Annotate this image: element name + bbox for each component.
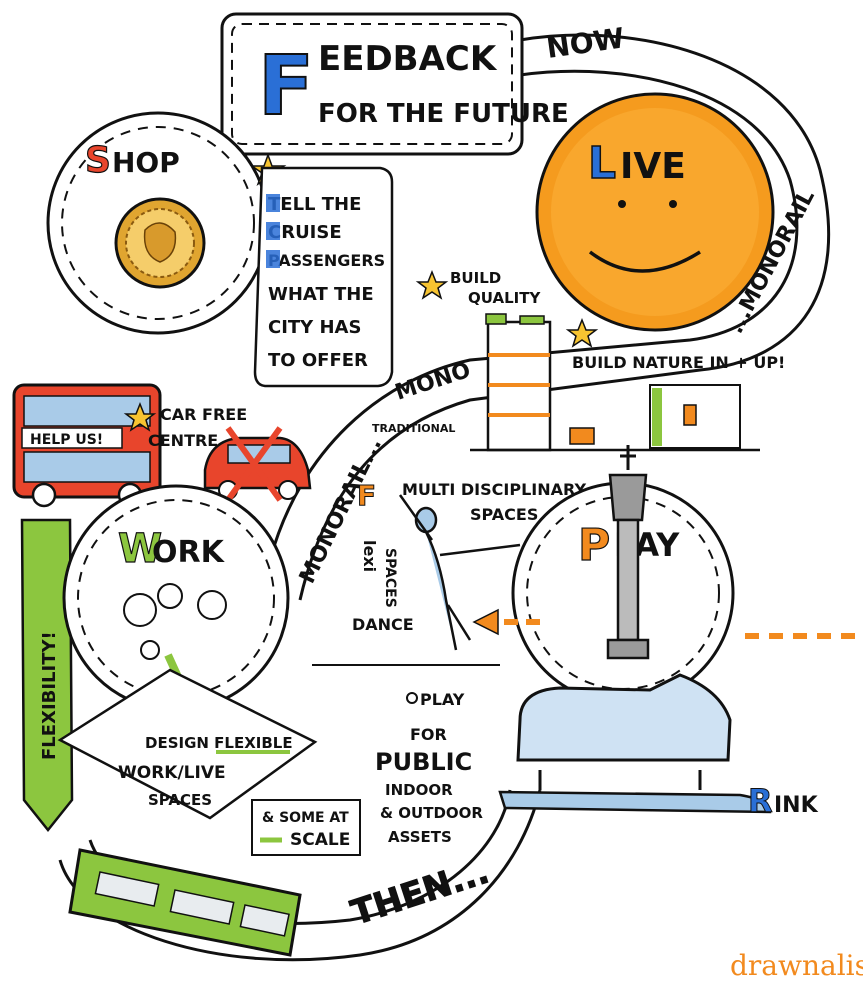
work-initial: W: [118, 526, 162, 572]
title-text: EEDBACK: [318, 39, 498, 79]
build-quality-note: BUILD QUALITY: [415, 269, 541, 307]
sun-eye-left: [618, 200, 626, 208]
rink-label-group: R INK: [748, 782, 819, 821]
mono-mid-label: MONO: [392, 358, 474, 406]
design-line-3: SPACES: [148, 791, 212, 809]
car-free-line-2: CENTRE: [148, 431, 218, 450]
star-icon-nature: [565, 317, 599, 348]
building-illustration: [470, 313, 760, 452]
sun-smile: [588, 250, 701, 273]
play-note-3: PUBLIC: [375, 748, 472, 776]
flexibility-banner: FLEXIBILITY!: [20, 518, 74, 833]
build-quality-line-2: QUALITY: [468, 289, 541, 307]
bus-illustration: HELP US!: [12, 383, 162, 508]
scale-note: & SOME AT SCALE: [251, 799, 361, 856]
build-quality-line-1: BUILD: [450, 269, 501, 287]
live-label: IVE: [620, 146, 686, 187]
tcp-line-2: CRUISE: [268, 222, 342, 243]
play-initial: P: [578, 520, 610, 571]
scale-line-2: SCALE: [290, 830, 350, 850]
star-icon-car: [123, 401, 157, 432]
title-box: F EEDBACK FOR THE FUTURE: [220, 12, 569, 156]
live-sun: L IVE: [535, 92, 775, 332]
play-note-5: & OUTDOOR: [380, 804, 483, 822]
tcp-line-4: WHAT THE: [268, 284, 374, 305]
lamp-post-icon: [606, 445, 650, 660]
car-free-line-1: CAR FREE: [160, 405, 247, 424]
multi-note: MULTI DISCIPLINARY SPACES: [402, 480, 586, 524]
sun-eye-right: [669, 200, 677, 208]
scale-line-1: & SOME AT: [262, 810, 349, 826]
traditional-label: TRADITIONAL: [372, 422, 455, 435]
dashed-arrow-left: [472, 608, 545, 636]
play-note: PLAY FOR PUBLIC INDOOR & OUTDOOR ASSETS: [375, 690, 483, 846]
coin-icon: [114, 197, 206, 289]
work-label: ORK: [152, 535, 226, 570]
build-nature-label: BUILD NATURE IN + UP!: [572, 353, 785, 372]
live-initial: L: [588, 138, 616, 189]
dance-label: DANCE: [352, 615, 414, 634]
multi-line-1: MULTI DISCIPLINARY: [402, 480, 586, 499]
title-subtitle: FOR THE FUTURE: [318, 99, 569, 129]
tcp-line-5: CITY HAS: [268, 317, 361, 338]
dancer-illustration: [312, 494, 521, 666]
play-note-6: ASSETS: [388, 828, 452, 846]
multi-line-2: SPACES: [470, 505, 538, 524]
star-icon-build: [415, 269, 449, 300]
design-line-1: DESIGN FLEXIBLE: [145, 734, 293, 752]
now-label: NOW: [544, 21, 626, 65]
play-note-4: INDOOR: [385, 781, 453, 799]
tcp-note: TELL THE CRUISE PASSENGERS WHAT THE CITY…: [253, 166, 394, 388]
flexi-spaces: SPACES: [382, 548, 398, 608]
title-initial: F: [258, 39, 314, 134]
flexi-rest: lexi: [360, 540, 379, 572]
design-line-2: WORK/LIVE: [118, 763, 226, 783]
tcp-line-1: TELL THE: [268, 194, 361, 215]
build-nature-note: BUILD NATURE IN + UP!: [565, 317, 785, 372]
rink-initial: R: [748, 782, 773, 820]
work-circle: W ORK: [62, 484, 290, 714]
skate-boot-illustration: [498, 673, 772, 814]
play-note-1: PLAY: [420, 690, 465, 709]
flexi-initial: F: [357, 479, 376, 512]
bus-sign: HELP US!: [30, 432, 103, 448]
car-icon: [203, 426, 312, 502]
play-note-2: FOR: [410, 725, 447, 744]
tram-illustration: [68, 848, 302, 957]
thought-bubble-icon: [123, 593, 157, 627]
design-note: DESIGN FLEXIBLE WORK/LIVE SPACES: [57, 668, 318, 820]
tcp-line-6: TO OFFER: [268, 350, 368, 371]
shop-label: HOP: [112, 146, 180, 179]
flexi-spaces-note: F lexi SPACES DANCE: [352, 479, 414, 635]
drawnalism-logo: drawnalism: [730, 949, 863, 982]
shop-initial: S: [85, 140, 111, 181]
tcp-line-3: PASSENGERS: [268, 251, 385, 270]
flexibility-label: FLEXIBILITY!: [39, 631, 60, 760]
then-label: THEN...: [346, 852, 493, 934]
skate-blade: [498, 790, 772, 814]
rink-label: INK: [774, 793, 819, 818]
car-free-note: CAR FREE CENTRE: [123, 401, 247, 450]
shop-circle: S HOP: [46, 111, 270, 335]
